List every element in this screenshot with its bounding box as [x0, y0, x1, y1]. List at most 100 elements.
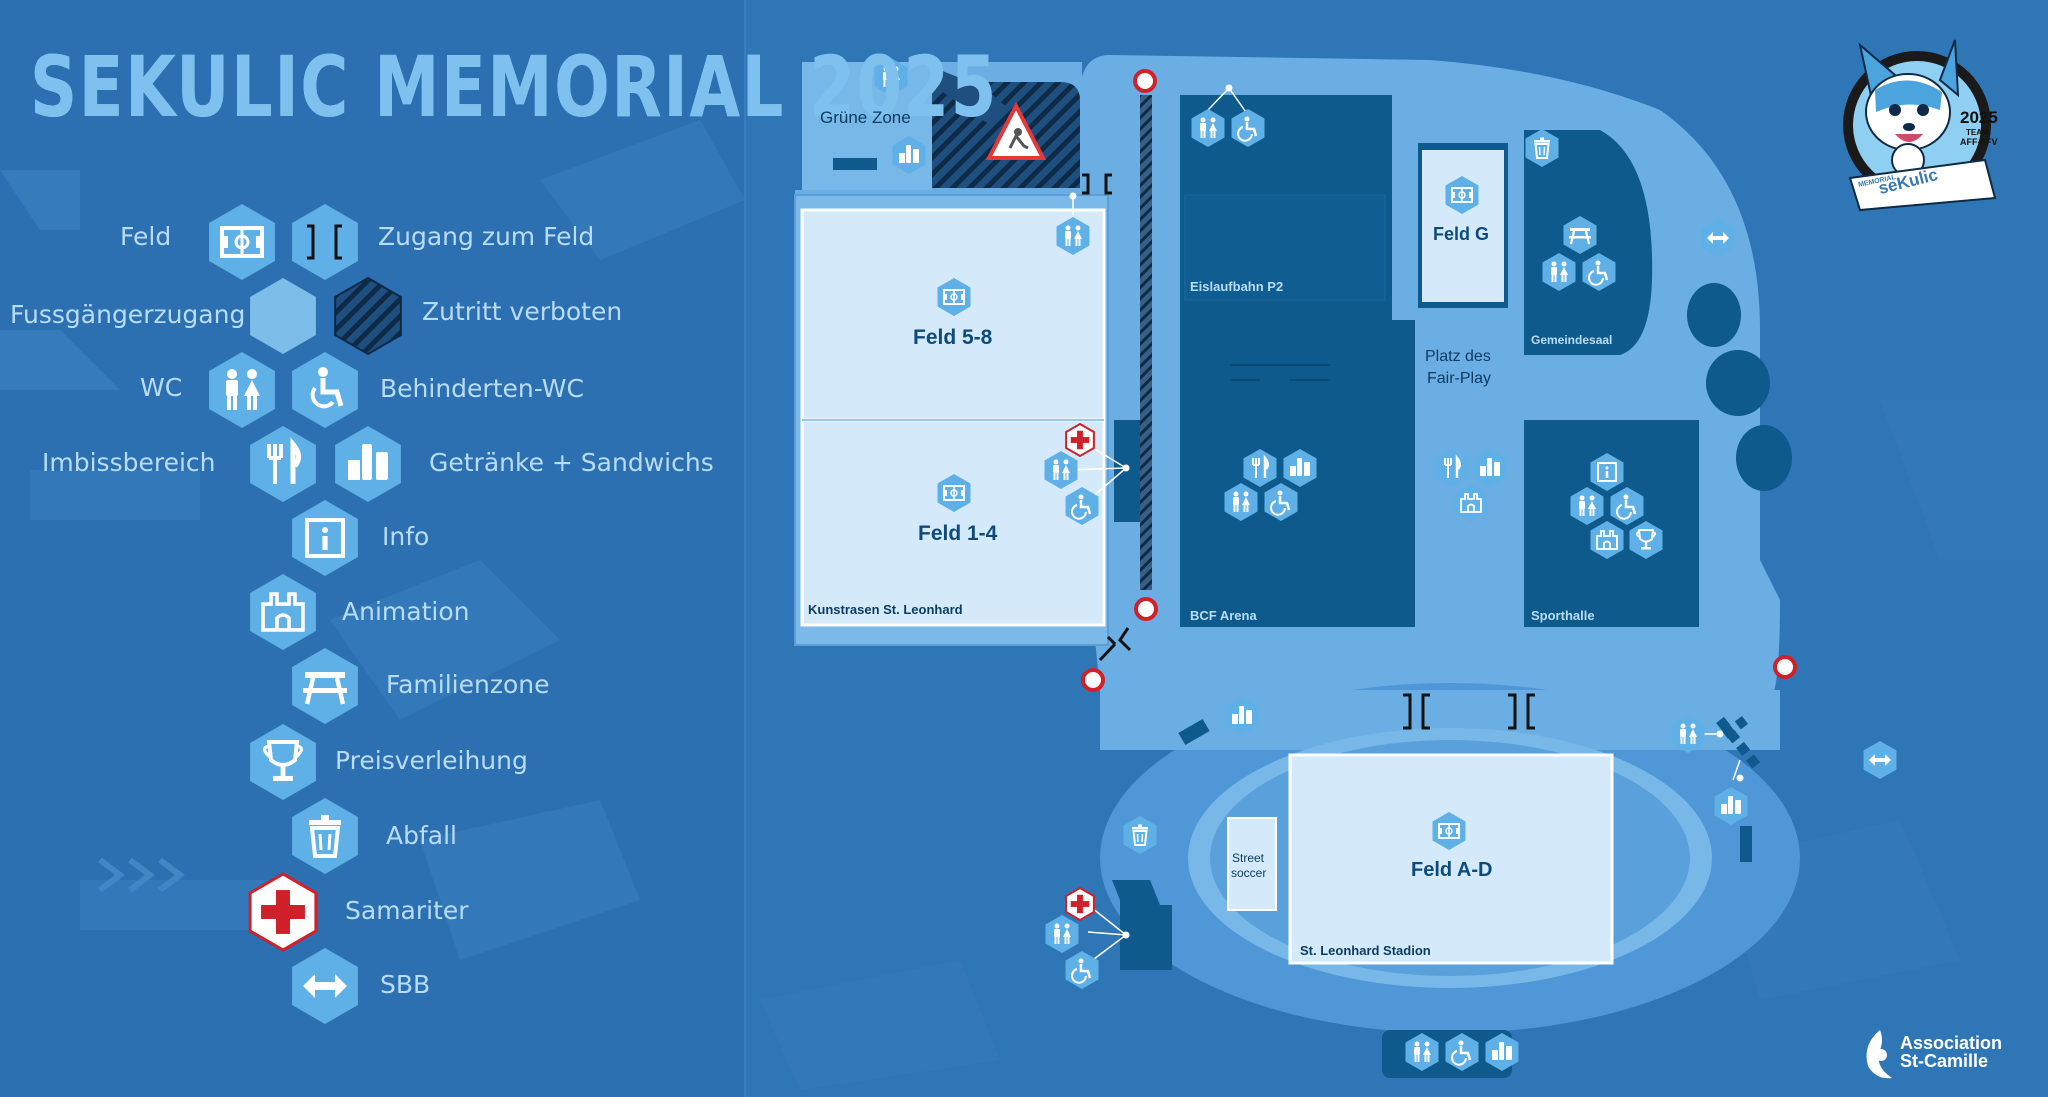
arena-building	[1180, 95, 1392, 627]
map-drinks-fair-play[interactable]	[1473, 449, 1507, 487]
map-wc-field-1-4[interactable]	[1044, 451, 1078, 489]
label-fair-play-2: Fair-Play	[1427, 370, 1492, 387]
leader-dot	[1122, 931, 1130, 939]
legend-label-wc: WC	[140, 373, 183, 402]
sports-hall	[1524, 420, 1699, 627]
map-picnic-community[interactable]	[1563, 216, 1597, 254]
map-waste-north[interactable]	[1525, 129, 1559, 167]
map-accessible-field-1-4[interactable]	[1065, 487, 1099, 525]
field-access-markers	[1082, 173, 1535, 730]
bench	[833, 158, 877, 170]
label-ice-rink: Eislaufbahn P2	[1190, 279, 1284, 294]
label-field-g: Feld G	[1433, 224, 1490, 244]
map-wc-field-5-8[interactable]	[1056, 217, 1090, 255]
map-first-aid-turf[interactable]	[1065, 422, 1095, 458]
legend-label-field: Feld	[120, 222, 172, 251]
map-accessible-stadium-west[interactable]	[1065, 951, 1099, 989]
map-food-fair-play[interactable]	[1435, 449, 1469, 487]
legend-field-access-icon	[307, 224, 342, 260]
map-field-icon-1-4[interactable]	[937, 474, 971, 512]
legend-sbb-icon[interactable]	[292, 948, 358, 1024]
label-street-2: soccer	[1231, 866, 1267, 880]
no-entry-strip	[1140, 95, 1152, 590]
leader-line	[1087, 931, 1127, 936]
map-sbb-east[interactable]	[1701, 219, 1735, 257]
mascot-year: 2025	[1960, 108, 1998, 127]
legend-label-drinks: Getränke + Sandwichs	[429, 448, 714, 477]
map-animation-sports-hall[interactable]	[1590, 521, 1624, 559]
legend-field-icon[interactable]	[209, 204, 275, 280]
legend-label-accessible-wc: Behinderten-WC	[380, 374, 584, 403]
org-line-2: St-Camille	[1900, 1051, 1989, 1071]
leader-line	[1228, 87, 1249, 116]
map-wc-green-zone[interactable]	[874, 58, 908, 96]
label-turf: Kunstrasen St. Leonhard	[808, 602, 963, 617]
map-accessible-community[interactable]	[1582, 253, 1616, 291]
label-sports-hall: Sporthalle	[1531, 608, 1595, 623]
map-sbb-south-east[interactable]	[1863, 741, 1897, 779]
poster-title: SEKULIC MEMORIAL 2025	[30, 38, 998, 136]
legend-info-icon[interactable]	[292, 500, 358, 576]
legend-label-food: Imbissbereich	[42, 448, 216, 477]
map-drinks-south[interactable]	[1485, 1033, 1519, 1071]
map-drinks-stadium-east[interactable]	[1714, 787, 1748, 825]
label-arena: BCF Arena	[1190, 608, 1257, 623]
map-wc-south[interactable]	[1405, 1033, 1439, 1071]
map-drinks-green-zone[interactable]	[892, 136, 926, 174]
map-waste-stadium[interactable]	[1123, 816, 1157, 854]
map-accessible-south[interactable]	[1445, 1033, 1479, 1071]
legend-label-field-access: Zugang zum Feld	[378, 222, 595, 251]
map-animation-fair-play[interactable]	[1454, 484, 1488, 522]
tree	[1736, 425, 1792, 491]
legend-label-waste: Abfall	[386, 821, 457, 850]
legend-awards-icon[interactable]	[250, 724, 316, 800]
construction-icon	[985, 101, 1047, 160]
tree	[1706, 350, 1770, 416]
legend-field-access-hex[interactable]	[292, 204, 358, 280]
legend-no-entry-icon[interactable]	[334, 276, 402, 356]
label-green-zone: Grüne Zone	[820, 108, 911, 127]
map-wc-stadium-west[interactable]	[1045, 915, 1079, 953]
map-field-icon-5-8[interactable]	[937, 278, 971, 316]
leader-line	[1207, 87, 1230, 111]
map-wc-community[interactable]	[1542, 253, 1576, 291]
legend-label-info: Info	[382, 522, 430, 551]
legend-pedestrian-icon[interactable]	[250, 278, 316, 354]
map-first-aid-stadium[interactable]	[1065, 886, 1095, 922]
site-map	[794, 55, 1800, 1078]
leader-line	[1732, 759, 1741, 781]
legend-drinks-icon[interactable]	[335, 426, 401, 502]
map-field-icon-a-d[interactable]	[1432, 812, 1466, 850]
map-drinks-arena[interactable]	[1283, 449, 1317, 487]
map-wc-stadium-east[interactable]	[1671, 715, 1705, 753]
leader-dot	[1736, 774, 1744, 782]
map-accessible-arena-north[interactable]	[1231, 109, 1265, 147]
legend-animation-icon[interactable]	[250, 574, 316, 650]
legend-first-aid-icon[interactable]	[248, 872, 318, 952]
leader-dot	[1069, 192, 1077, 200]
mascot-logo	[1843, 39, 1997, 212]
map-info-sports-hall[interactable]	[1590, 453, 1624, 491]
map-wc-sports-hall[interactable]	[1570, 487, 1604, 525]
map-field-icon-g[interactable]	[1445, 176, 1479, 214]
map-wc-arena[interactable]	[1224, 483, 1258, 521]
label-community-hall: Gemeindesaal	[1531, 333, 1613, 347]
map-food-arena[interactable]	[1243, 449, 1277, 487]
field-a-d[interactable]	[1288, 753, 1614, 965]
map-accessible-sports-hall[interactable]	[1610, 487, 1644, 525]
legend-waste-icon[interactable]	[292, 798, 358, 874]
map-trophy-sports-hall[interactable]	[1629, 521, 1663, 559]
street-soccer-area[interactable]	[1227, 817, 1277, 911]
legend-food-icon[interactable]	[250, 426, 316, 502]
field-1-4[interactable]	[800, 418, 1106, 627]
map-accessible-arena[interactable]	[1264, 483, 1298, 521]
legend-wc-icon[interactable]	[209, 352, 275, 428]
legend-family-icon[interactable]	[292, 648, 358, 724]
map-drinks-stadium-nw[interactable]	[1225, 697, 1259, 735]
map-wc-arena-north[interactable]	[1191, 109, 1225, 147]
legend-accessible-wc-icon[interactable]	[292, 352, 358, 428]
field-g[interactable]	[1422, 150, 1504, 302]
stadium-building	[1112, 880, 1172, 970]
entrance-gate-marker	[1081, 668, 1105, 692]
